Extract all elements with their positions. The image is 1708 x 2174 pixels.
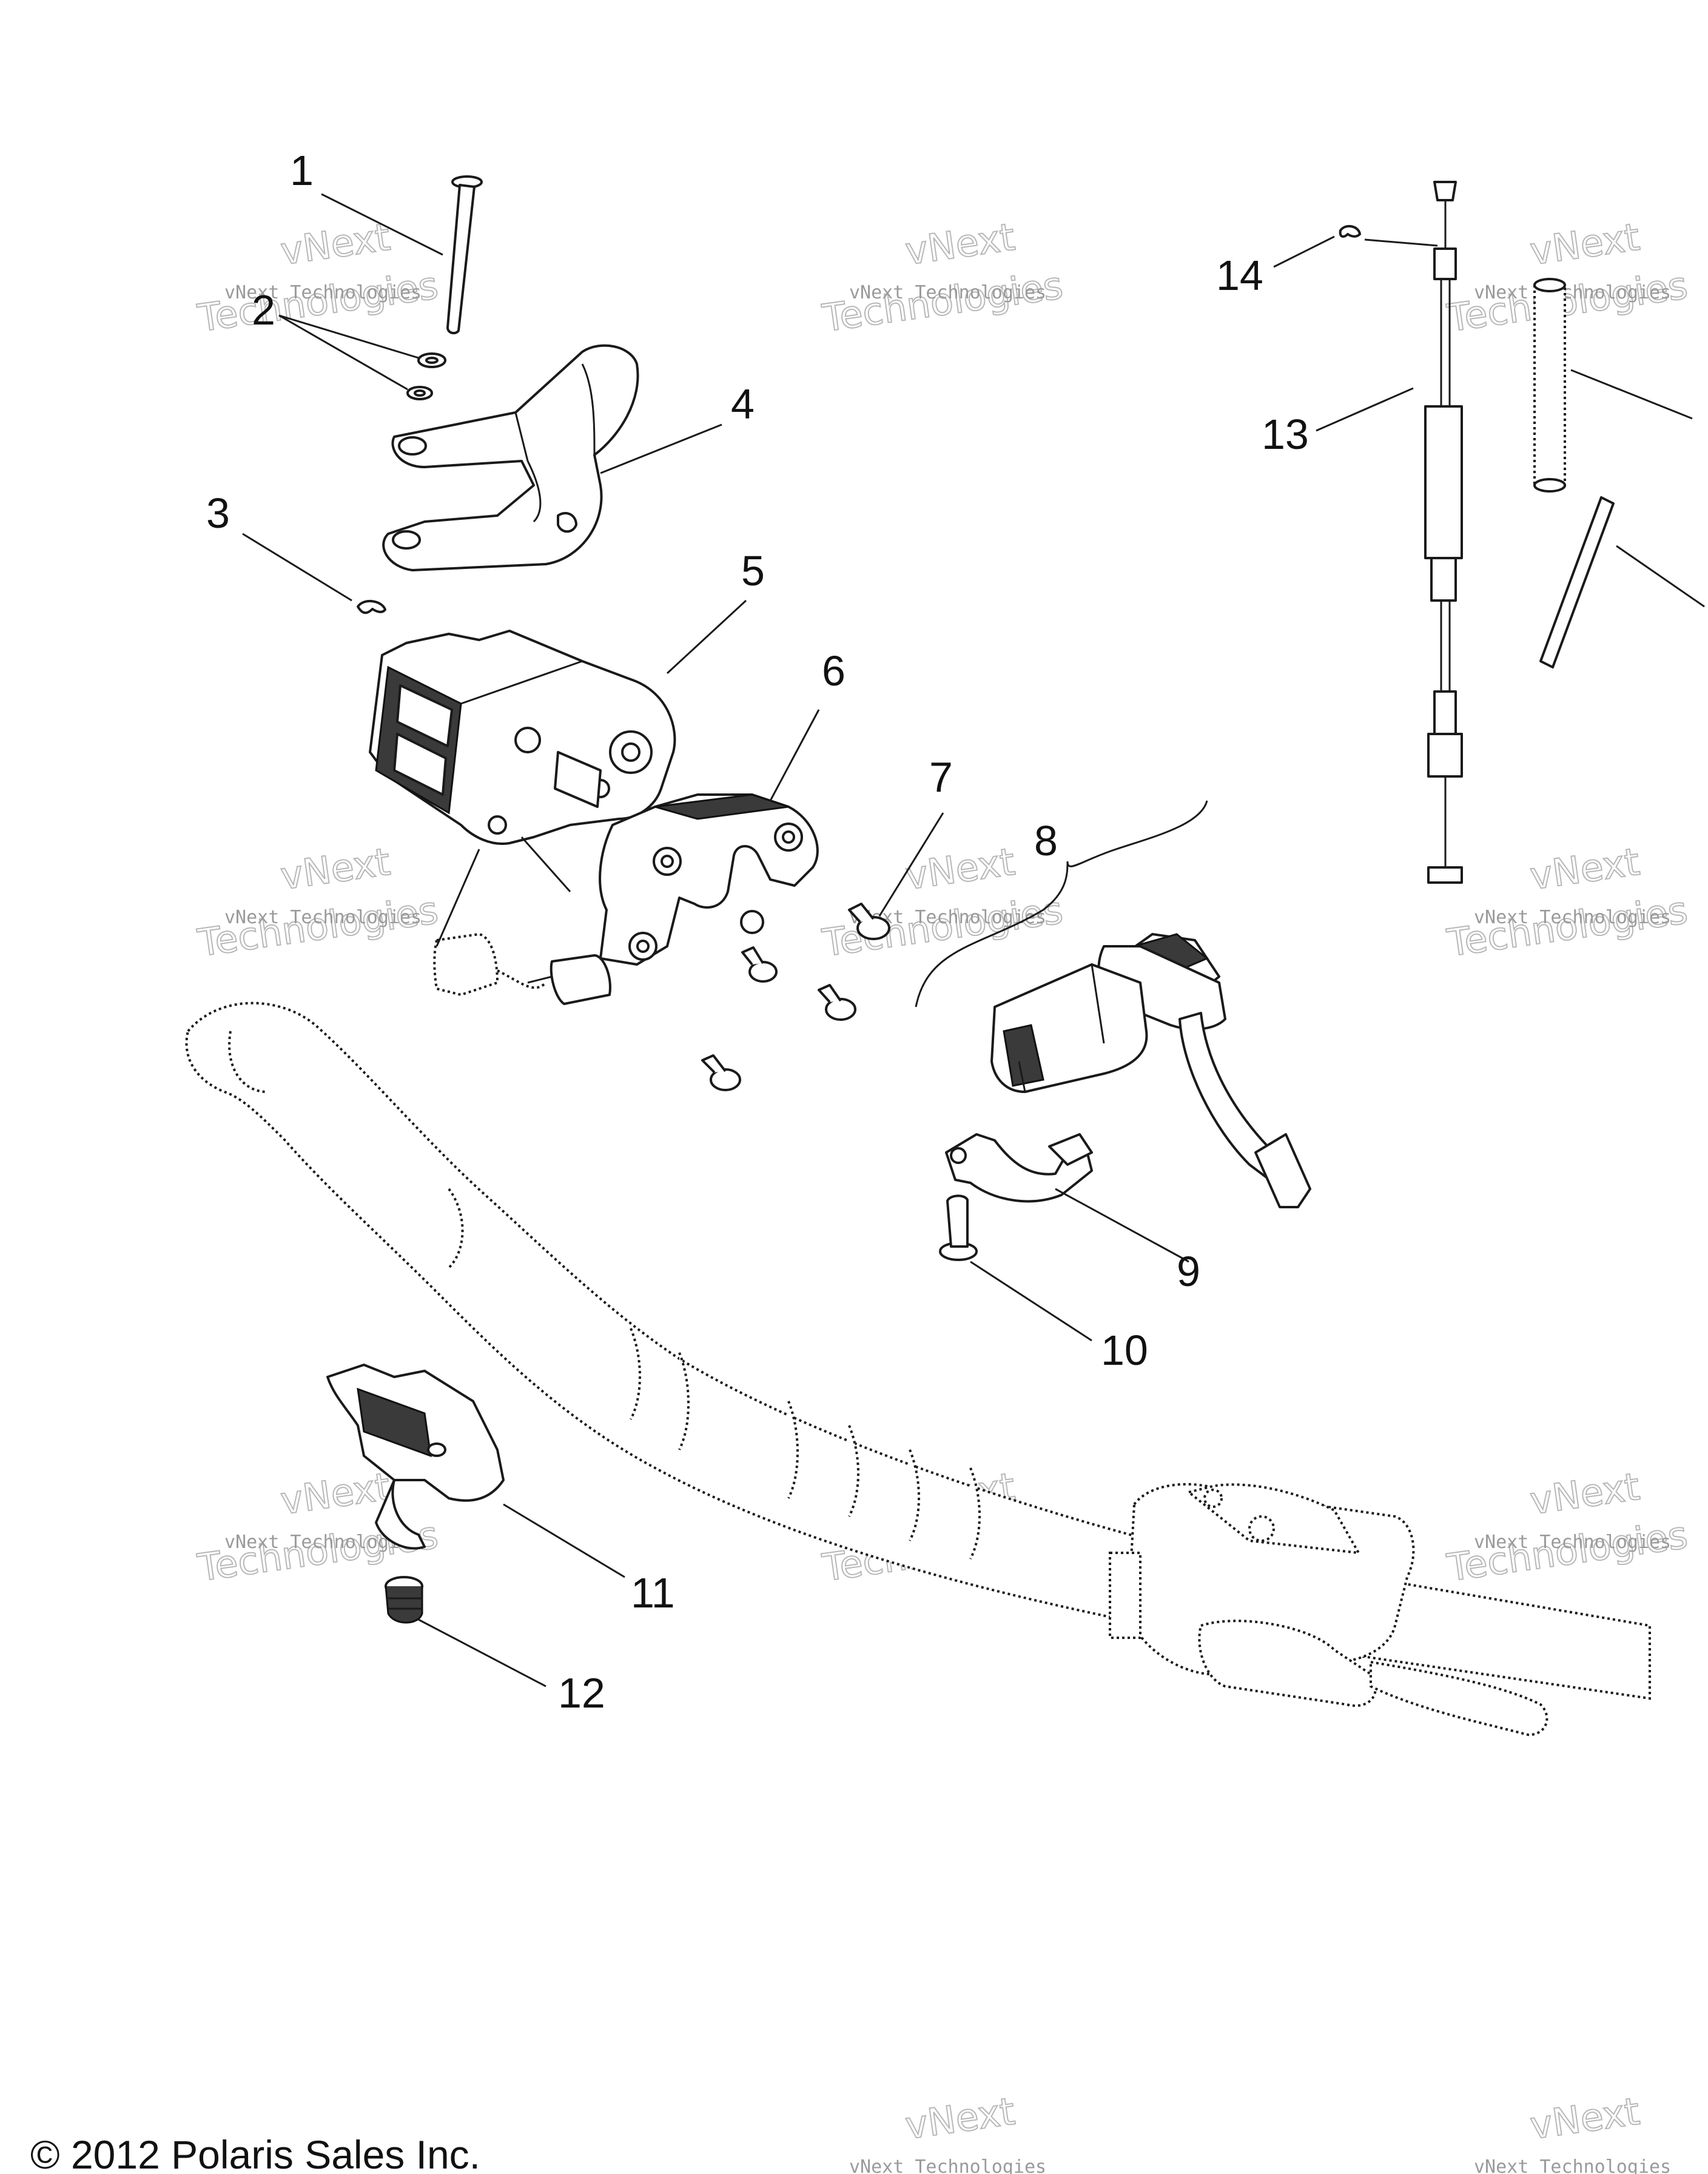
brake-lever-assembly [1109, 1482, 1548, 1737]
callout-11: 11 [631, 1569, 675, 1617]
screw-b [741, 946, 778, 983]
callout-labels: 1 2 3 4 5 6 7 8 9 10 11 12 13 14 [206, 147, 1309, 1717]
callout-8: 8 [1034, 817, 1058, 864]
grip-sleeve [1533, 278, 1566, 493]
watermark-10: vNext vNext Technologies [849, 2088, 1046, 2174]
callout-5: 5 [741, 547, 765, 594]
part-12-cap [385, 1576, 423, 1624]
svg-text:vNext Technologies: vNext Technologies [849, 2156, 1046, 2174]
callout-7: 7 [929, 753, 953, 801]
svg-text:vNext: vNext [278, 840, 393, 898]
watermark-3: Technologies vNext vNext Technologies [1444, 214, 1691, 342]
watermark-11: vNext vNext Technologies [1474, 2088, 1671, 2174]
svg-text:vNext Technologies: vNext Technologies [224, 907, 422, 928]
svg-text:vNext Technologies: vNext Technologies [849, 282, 1046, 303]
screw-c [818, 984, 856, 1021]
callout-4: 4 [731, 380, 755, 428]
part-2-washers [406, 352, 446, 400]
watermark-4: Technologies vNext vNext Technologies [194, 839, 442, 966]
svg-text:vNext Technologies: vNext Technologies [1474, 282, 1671, 303]
part-3-clip [357, 599, 386, 614]
callout-9: 9 [1177, 1248, 1200, 1295]
screw-d [701, 1054, 741, 1091]
callout-6: 6 [822, 647, 846, 695]
callout-10: 10 [1101, 1327, 1148, 1374]
callout-2: 2 [252, 286, 275, 334]
svg-text:vNext Technologies: vNext Technologies [1474, 1532, 1671, 1553]
part-14-small-clip [1339, 224, 1361, 238]
callout-3: 3 [206, 490, 230, 537]
tie-rod [1539, 496, 1615, 668]
svg-text:vNext: vNext [1527, 2089, 1642, 2148]
part-6-clamp-plate [599, 793, 819, 966]
part-11-housing-cover [326, 1364, 505, 1550]
screw-a [848, 903, 890, 940]
callout-1: 1 [290, 147, 314, 194]
watermark-6: Technologies vNext vNext Technologies [1444, 839, 1691, 966]
part-4-mount-bracket [382, 344, 639, 571]
part-7-screws [701, 903, 890, 1091]
watermark-2: Technologies vNext vNext Technologies [819, 214, 1066, 342]
watermark-5: Technologies vNext vNext Technologies [819, 839, 1066, 966]
svg-text:vNext: vNext [903, 840, 1018, 898]
svg-text:vNext Technologies: vNext Technologies [1474, 907, 1671, 928]
handlebar [185, 1001, 1651, 1700]
svg-text:vNext Technologies: vNext Technologies [224, 282, 422, 303]
watermark-1: Technologies vNext vNext Technologies [194, 214, 442, 342]
callout-13: 13 [1262, 411, 1309, 458]
part-9-clamp [945, 1133, 1093, 1203]
callout-12: 12 [558, 1669, 605, 1717]
watermark-9: Technologies vNext vNext Technologies [1444, 1464, 1691, 1591]
callout-14: 14 [1216, 252, 1263, 299]
svg-text:vNext: vNext [1527, 840, 1642, 898]
part-1-pin [446, 175, 483, 335]
svg-text:vNext: vNext [278, 215, 393, 274]
part-13-throttle-cable [1424, 181, 1463, 884]
part-8-control-assembly [990, 933, 1311, 1208]
part-5-switch-housing [369, 630, 676, 845]
switch-harness [433, 932, 611, 1005]
svg-text:vNext Technologies: vNext Technologies [1474, 2156, 1671, 2174]
part-10-bolt [939, 1194, 978, 1261]
copyright-notice: © 2012 Polaris Sales Inc. [30, 2132, 480, 2174]
leader-lines [242, 193, 1705, 1688]
svg-text:vNext: vNext [278, 1464, 393, 1523]
svg-text:vNext: vNext [903, 2089, 1018, 2148]
svg-text:vNext: vNext [903, 215, 1018, 274]
svg-text:vNext: vNext [1527, 1464, 1642, 1523]
svg-text:vNext: vNext [1527, 215, 1642, 274]
